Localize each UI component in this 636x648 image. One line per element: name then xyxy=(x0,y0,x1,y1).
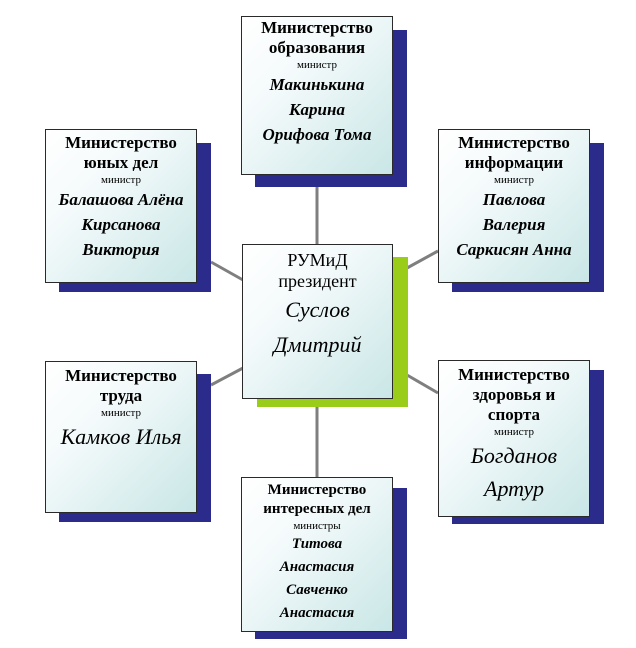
minister-name: Камков Илья xyxy=(60,424,182,449)
ministry-youth: Министерство юных дел министр Балашова А… xyxy=(45,129,197,283)
minister-name: Орифова Тома xyxy=(262,125,372,144)
ministry-role: министры xyxy=(293,520,341,532)
ministry-title-line: интересных дел xyxy=(263,501,371,517)
minister-name: Карина xyxy=(289,100,345,119)
ministry-title-line: юных дел xyxy=(83,153,159,172)
president-role: президент xyxy=(278,271,357,291)
minister-name: Валерия xyxy=(482,215,546,234)
president-box: РУМиД президент Суслов Дмитрий xyxy=(242,244,393,399)
minister-name: Макинькина xyxy=(269,75,365,94)
ministry-title-line: Министерство xyxy=(267,482,367,498)
ministry-title-line: Министерство xyxy=(65,133,177,152)
ministry-education: Министерство образования министр Макиньк… xyxy=(241,16,393,175)
ministry-labor: Министерство труда министр Камков Илья xyxy=(45,361,197,513)
connector-information xyxy=(406,249,439,270)
connector-labor xyxy=(210,366,244,387)
ministry-title-line: труда xyxy=(99,386,143,405)
ministry-title-line: Министерство xyxy=(458,365,570,384)
ministry-title-line: информации xyxy=(464,153,564,172)
ministry-health: Министерство здоровья и спорта министр Б… xyxy=(438,360,590,517)
ministry-title-line: здоровья и xyxy=(472,385,556,404)
president-name: Дмитрий xyxy=(273,332,362,357)
ministry-interests: Министерство интересных дел министры Тит… xyxy=(241,477,393,632)
connector-youth xyxy=(210,260,244,282)
president-name: Суслов xyxy=(285,297,350,322)
ministry-information: Министерство информации министр Павлова … xyxy=(438,129,590,283)
minister-name: Титова xyxy=(291,536,343,552)
ministry-role: министр xyxy=(494,174,534,186)
org-title: РУМиД xyxy=(287,250,348,270)
connector-health xyxy=(406,373,439,395)
ministry-title-line: Министерство xyxy=(458,133,570,152)
minister-name: Артур xyxy=(484,476,544,501)
ministry-role: министр xyxy=(297,59,337,71)
minister-name: Саркисян Анна xyxy=(456,240,572,259)
ministry-title-line: Министерство xyxy=(65,366,177,385)
ministry-role: министр xyxy=(494,426,534,438)
minister-name: Богданов xyxy=(470,443,558,468)
minister-name: Анастасия xyxy=(279,605,355,621)
minister-name: Павлова xyxy=(482,190,546,209)
minister-name: Савченко xyxy=(286,582,348,598)
ministry-title-line: спорта xyxy=(487,405,541,424)
minister-name: Виктория xyxy=(82,240,160,259)
minister-name: Балашова Алёна xyxy=(58,190,184,209)
ministry-title-line: образования xyxy=(268,38,366,57)
ministry-title-line: Министерство xyxy=(261,18,373,37)
ministry-role: министр xyxy=(101,174,141,186)
minister-name: Кирсанова xyxy=(81,215,161,234)
ministry-role: министр xyxy=(101,407,141,419)
minister-name: Анастасия xyxy=(279,559,355,575)
